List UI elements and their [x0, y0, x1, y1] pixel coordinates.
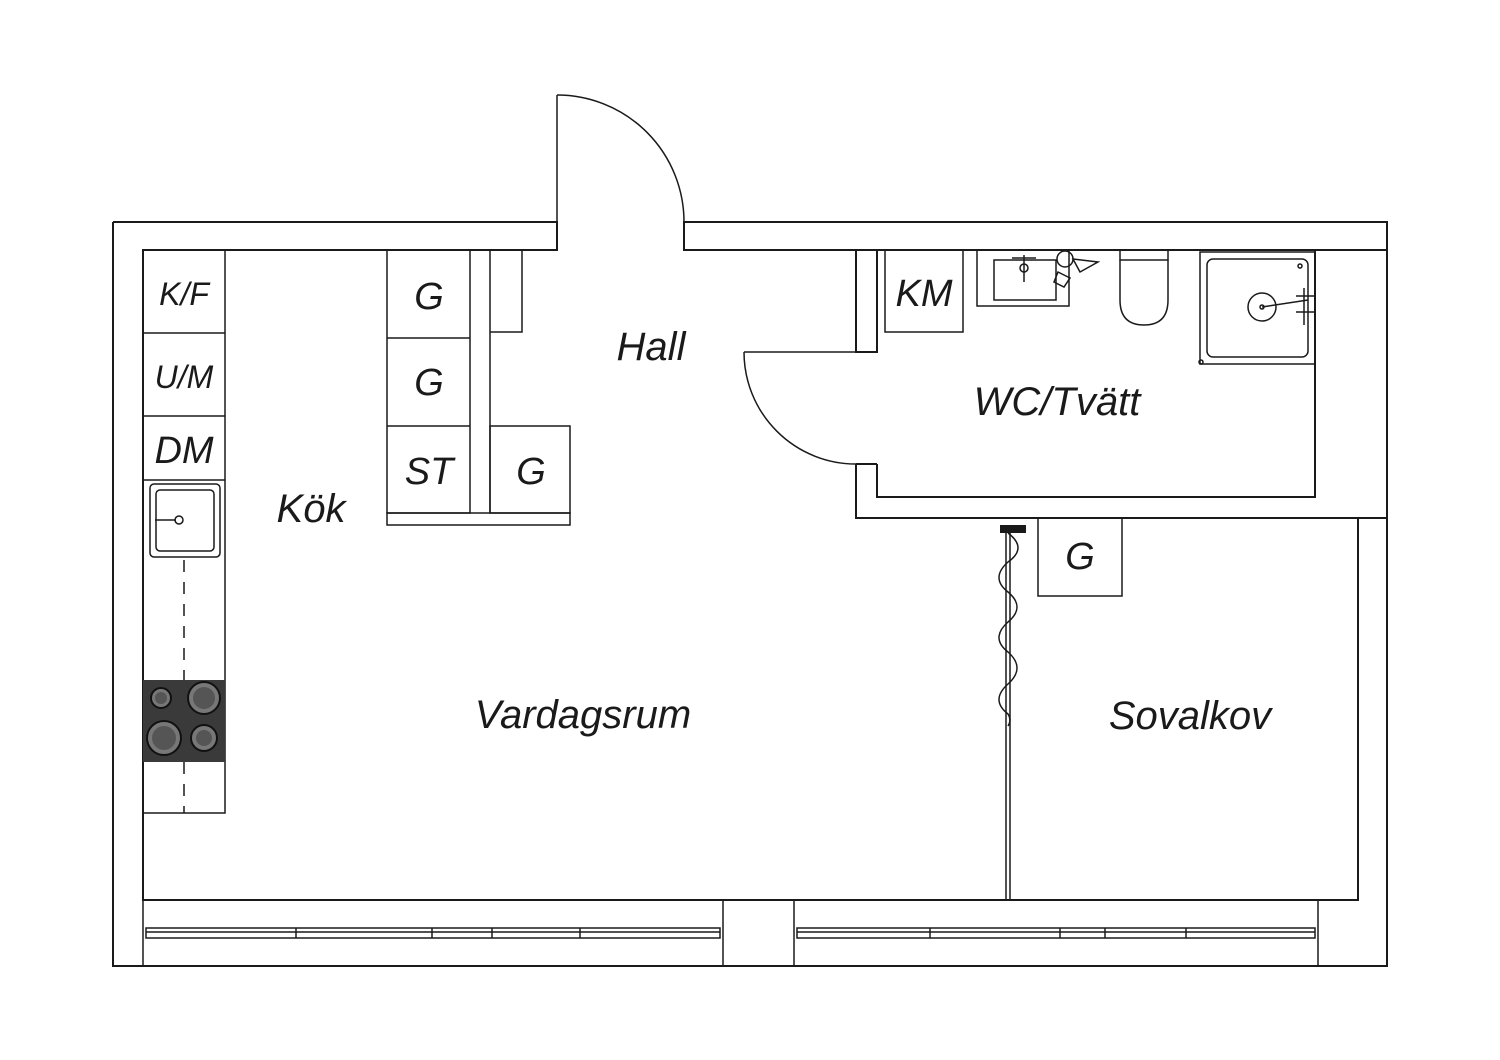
toilet-icon	[1119, 249, 1169, 326]
outer-walls	[112, 221, 1388, 967]
dishwasher-label: DM	[154, 430, 213, 472]
room-label-alcove: Sovalkov	[1109, 694, 1273, 738]
window-right-icon	[793, 900, 1319, 966]
wardrobe-label-3: G	[516, 451, 546, 493]
room-label-living: Vardagsrum	[475, 693, 691, 737]
kitchen-sink-icon	[149, 483, 221, 558]
basin-icon	[976, 249, 1101, 307]
wardrobe-label-4: G	[1065, 536, 1095, 578]
wc-door-swing-icon	[743, 351, 857, 465]
room-label-hall: Hall	[617, 325, 687, 369]
wardrobe-label-1: G	[414, 276, 444, 318]
alcove-curtain-icon	[998, 525, 1026, 900]
room-label-kitchen: Kök	[277, 487, 348, 531]
front-door-swing-icon	[556, 94, 685, 250]
stove-icon	[143, 680, 225, 762]
alcove-wardrobe	[1037, 517, 1123, 597]
wardrobe-label-2: G	[414, 362, 444, 404]
kitchen-counter	[142, 249, 226, 814]
wardrobe-column	[386, 249, 571, 526]
washing-machine	[884, 249, 964, 333]
cleaning-closet-label: ST	[405, 451, 456, 493]
window-left-icon	[142, 900, 724, 966]
room-label-wc: WC/Tvätt	[974, 380, 1143, 424]
shower-icon	[1198, 251, 1316, 365]
washing-machine-label: KM	[896, 273, 953, 315]
oven-micro-label: U/M	[155, 359, 214, 395]
wc-walls	[855, 250, 1358, 519]
fridge-freezer-label: K/F	[159, 276, 211, 312]
